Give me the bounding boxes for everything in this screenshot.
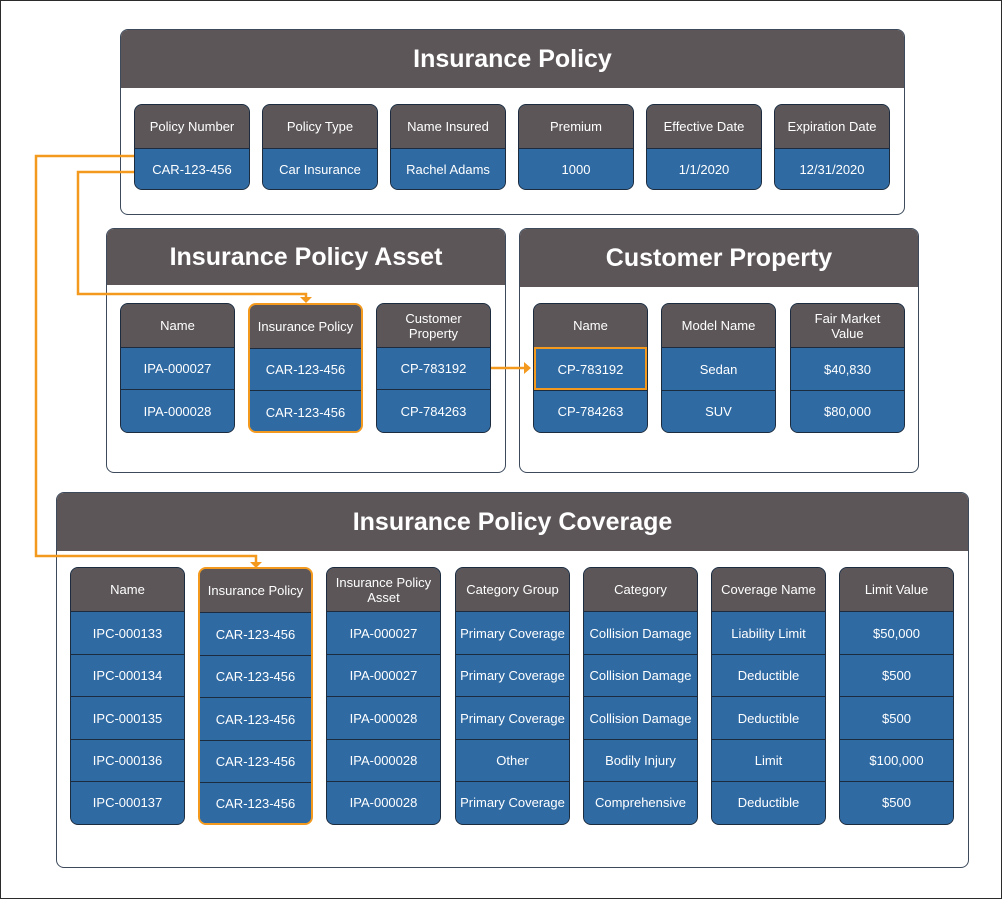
column-policy-type: Policy Type Car Insurance — [262, 104, 378, 190]
table-cell: CAR-123-456 — [250, 390, 361, 431]
column-asset-insurance-policy: Insurance Policy CAR-123-456 CAR-123-456 — [248, 303, 363, 433]
column-header: Name — [534, 304, 647, 347]
column-fair-market-value: Fair Market Value $40,830 $80,000 — [790, 303, 905, 433]
column-header: Name Insured — [391, 105, 505, 148]
column-category: Category Collision Damage Collision Dama… — [583, 567, 698, 825]
column-header: Category Group — [456, 568, 569, 611]
column-header: Policy Type — [263, 105, 377, 148]
table-cell: Primary Coverage — [456, 696, 569, 739]
column-header: Limit Value — [840, 568, 953, 611]
table-cell: IPA-000027 — [121, 347, 234, 389]
column-property-name: Name CP-783192 CP-784263 — [533, 303, 648, 433]
column-coverage-name-field: Coverage Name Liability Limit Deductible… — [711, 567, 826, 825]
table-cell: Sedan — [662, 347, 775, 390]
table-cell: Comprehensive — [584, 781, 697, 823]
table-cell: IPC-000137 — [71, 781, 184, 823]
table-cell: Rachel Adams — [391, 148, 505, 189]
table-cell: CP-784263 — [534, 390, 647, 432]
table-cell: IPC-000135 — [71, 696, 184, 739]
table-cell: 12/31/2020 — [775, 148, 889, 189]
table-cell: $100,000 — [840, 739, 953, 781]
column-asset-name: Name IPA-000027 IPA-000028 — [120, 303, 235, 433]
column-model-name: Model Name Sedan SUV — [661, 303, 776, 433]
column-header: Fair Market Value — [791, 304, 904, 347]
table-cell: Other — [456, 739, 569, 781]
table-cell: Collision Damage — [584, 611, 697, 654]
table-cell: 1000 — [519, 148, 633, 189]
table-cell: Deductible — [712, 696, 825, 739]
column-asset-customer-property: Customer Property CP-783192 CP-784263 — [376, 303, 491, 433]
column-expiration-date: Expiration Date 12/31/2020 — [774, 104, 890, 190]
table-cell: IPC-000136 — [71, 739, 184, 781]
column-header: Category — [584, 568, 697, 611]
table-cell: CAR-123-456 — [200, 612, 311, 655]
column-header: Coverage Name — [712, 568, 825, 611]
column-header: Insurance Policy — [250, 305, 361, 348]
table-cell: CAR-123-456 — [135, 148, 249, 189]
column-coverage-name: Name IPC-000133 IPC-000134 IPC-000135 IP… — [70, 567, 185, 825]
table-cell: SUV — [662, 390, 775, 432]
table-cell: IPC-000134 — [71, 654, 184, 696]
table-cell: CAR-123-456 — [250, 348, 361, 390]
table-cell: CP-783192 — [377, 347, 490, 389]
panel-title: Customer Property — [520, 229, 918, 287]
column-effective-date: Effective Date 1/1/2020 — [646, 104, 762, 190]
table-cell: IPA-000027 — [327, 611, 440, 654]
table-cell: Collision Damage — [584, 654, 697, 696]
panel-title: Insurance Policy — [121, 30, 904, 88]
column-policy-number: Policy Number CAR-123-456 — [134, 104, 250, 190]
table-cell: $50,000 — [840, 611, 953, 654]
table-cell: 1/1/2020 — [647, 148, 761, 189]
table-cell: Limit — [712, 739, 825, 781]
column-header: Policy Number — [135, 105, 249, 148]
table-cell: CAR-123-456 — [200, 740, 311, 782]
column-header: Insurance Policy Asset — [327, 568, 440, 611]
table-cell: Deductible — [712, 654, 825, 696]
panel-title: Insurance Policy Asset — [107, 229, 505, 285]
table-cell: $40,830 — [791, 347, 904, 390]
table-cell: CP-783192 — [534, 347, 647, 390]
column-coverage-insurance-policy: Insurance Policy CAR-123-456 CAR-123-456… — [198, 567, 313, 825]
column-header: Premium — [519, 105, 633, 148]
table-cell: Collision Damage — [584, 696, 697, 739]
table-cell: Deductible — [712, 781, 825, 823]
column-header: Name — [71, 568, 184, 611]
column-header: Model Name — [662, 304, 775, 347]
table-cell: $500 — [840, 696, 953, 739]
table-cell: CAR-123-456 — [200, 655, 311, 697]
table-cell: IPC-000133 — [71, 611, 184, 654]
table-cell: Primary Coverage — [456, 781, 569, 823]
table-cell: Primary Coverage — [456, 654, 569, 696]
table-cell: $500 — [840, 654, 953, 696]
column-header: Name — [121, 304, 234, 347]
table-cell: IPA-000027 — [327, 654, 440, 696]
column-premium: Premium 1000 — [518, 104, 634, 190]
table-cell: Car Insurance — [263, 148, 377, 189]
table-cell: CP-784263 — [377, 389, 490, 432]
column-name-insured: Name Insured Rachel Adams — [390, 104, 506, 190]
table-cell: Bodily Injury — [584, 739, 697, 781]
table-cell: IPA-000028 — [121, 389, 234, 432]
table-cell: IPA-000028 — [327, 781, 440, 823]
table-cell: $80,000 — [791, 390, 904, 432]
table-cell: Primary Coverage — [456, 611, 569, 654]
table-cell: CAR-123-456 — [200, 697, 311, 740]
column-coverage-policy-asset: Insurance Policy Asset IPA-000027 IPA-00… — [326, 567, 441, 825]
column-header: Expiration Date — [775, 105, 889, 148]
column-header: Customer Property — [377, 304, 490, 347]
column-category-group: Category Group Primary Coverage Primary … — [455, 567, 570, 825]
panel-title: Insurance Policy Coverage — [57, 493, 968, 551]
table-cell: IPA-000028 — [327, 696, 440, 739]
table-cell: CAR-123-456 — [200, 782, 311, 823]
column-header: Effective Date — [647, 105, 761, 148]
column-header: Insurance Policy — [200, 569, 311, 612]
table-cell: IPA-000028 — [327, 739, 440, 781]
table-cell: Liability Limit — [712, 611, 825, 654]
table-cell: $500 — [840, 781, 953, 823]
column-limit-value: Limit Value $50,000 $500 $500 $100,000 $… — [839, 567, 954, 825]
